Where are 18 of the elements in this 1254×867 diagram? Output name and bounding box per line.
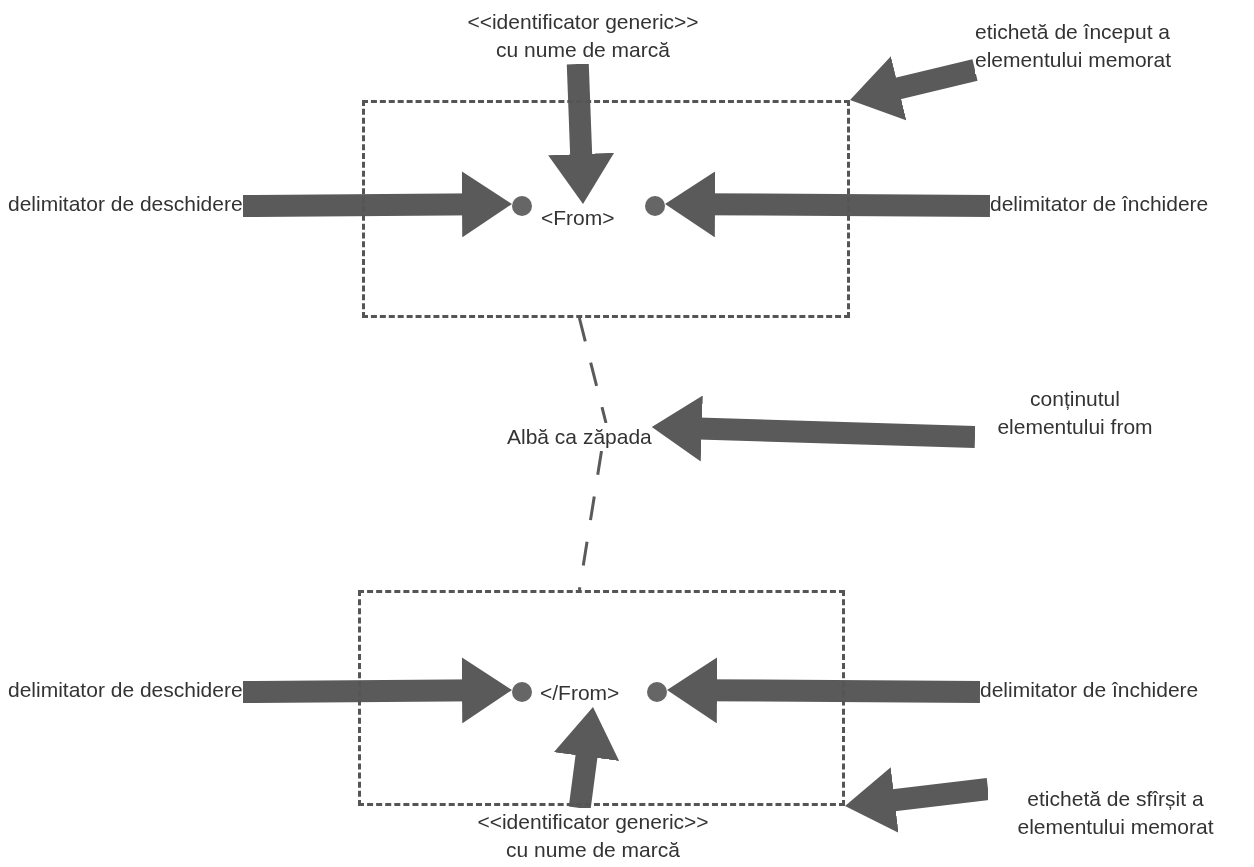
block-arrow — [242, 657, 513, 724]
block-arrow — [664, 171, 991, 238]
dot — [512, 196, 532, 216]
dashed-connector — [577, 450, 603, 591]
dot — [645, 196, 665, 216]
block-arrow — [651, 395, 976, 462]
block-arrow — [553, 705, 620, 810]
block-arrow — [666, 657, 981, 724]
block-arrow — [847, 56, 978, 121]
dashed-connector — [577, 317, 608, 424]
dot — [512, 682, 532, 702]
block-arrow — [242, 171, 513, 238]
text-label: Albă ca zăpada — [507, 423, 652, 451]
block-arrow — [843, 767, 990, 833]
dashed-box — [362, 100, 850, 318]
dashed-box — [358, 590, 845, 806]
dot — [647, 682, 667, 702]
block-arrow — [548, 63, 615, 205]
